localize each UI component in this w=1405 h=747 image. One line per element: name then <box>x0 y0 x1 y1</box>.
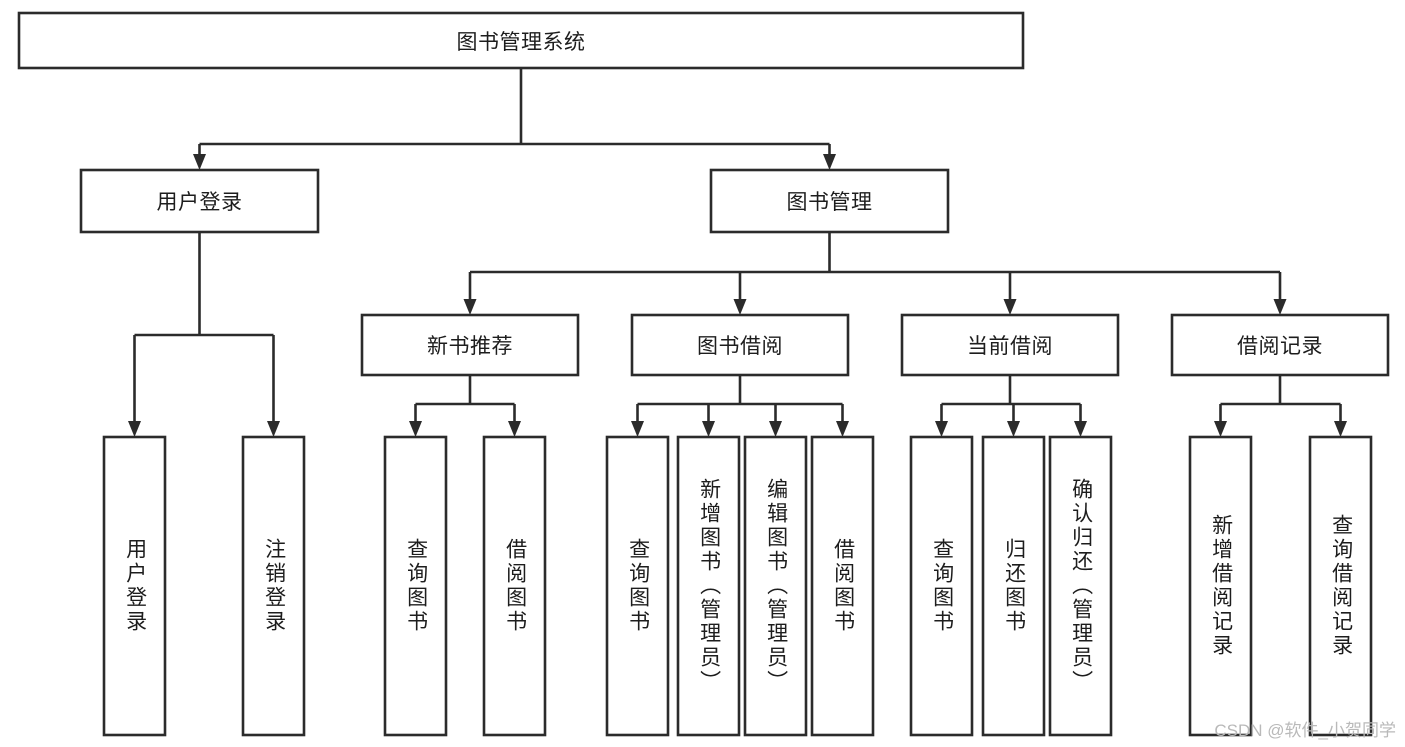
node-box-current[interactable] <box>900 313 1120 377</box>
node-box-leaf-bk-edit[interactable] <box>743 435 808 737</box>
node-box-newbook[interactable] <box>360 313 580 377</box>
node-box-leaf-logout[interactable] <box>241 435 306 737</box>
node-box-leaf-cb-confirm[interactable] <box>1048 435 1113 737</box>
node-box-leaf-nb-borrow[interactable] <box>482 435 547 737</box>
node-box-login[interactable] <box>79 168 320 234</box>
node-box-leaf-bk-add[interactable] <box>676 435 741 737</box>
node-box-bookmgmt[interactable] <box>709 168 950 234</box>
node-box-leaf-cb-return[interactable] <box>981 435 1046 737</box>
node-box-leaf-rc-query[interactable] <box>1308 435 1373 737</box>
node-box-leaf-login[interactable] <box>102 435 167 737</box>
node-box-records[interactable] <box>1170 313 1390 377</box>
node-box-leaf-bk-query[interactable] <box>605 435 670 737</box>
node-box-leaf-rc-add[interactable] <box>1188 435 1253 737</box>
node-box-leaf-bk-lend[interactable] <box>810 435 875 737</box>
node-box-leaf-nb-query[interactable] <box>383 435 448 737</box>
node-box-leaf-cb-query[interactable] <box>909 435 974 737</box>
node-box-borrow[interactable] <box>630 313 850 377</box>
node-box-root[interactable] <box>17 11 1025 70</box>
